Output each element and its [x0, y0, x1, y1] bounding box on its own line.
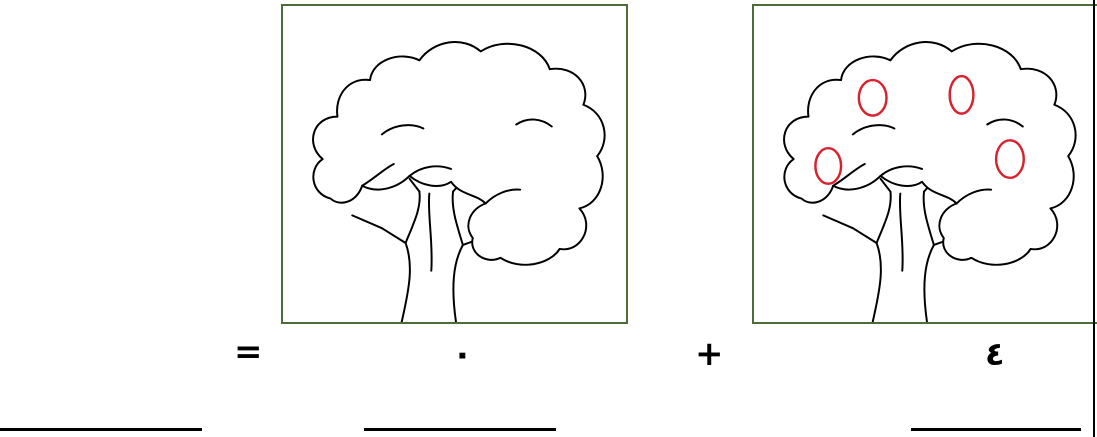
number-zero: ٠: [452, 334, 473, 374]
equals-sign: =: [234, 332, 263, 372]
fruit-1: [857, 78, 888, 117]
fruit-3: [814, 146, 843, 185]
fruit-2: [948, 74, 975, 115]
number-four: ٤: [985, 335, 1005, 373]
tree-with-fruits-icon: [783, 41, 1077, 322]
answer-line-first[interactable]: [911, 428, 1081, 431]
tree-icon: [312, 41, 606, 322]
page-border: [1093, 0, 1095, 437]
answer-line-result[interactable]: [0, 428, 202, 431]
plus-sign: +: [695, 334, 724, 374]
answer-line-second[interactable]: [364, 428, 556, 431]
empty-tree-frame: [281, 4, 628, 324]
fruit-tree-frame: [752, 4, 1097, 324]
fruit-4: [994, 139, 1025, 180]
